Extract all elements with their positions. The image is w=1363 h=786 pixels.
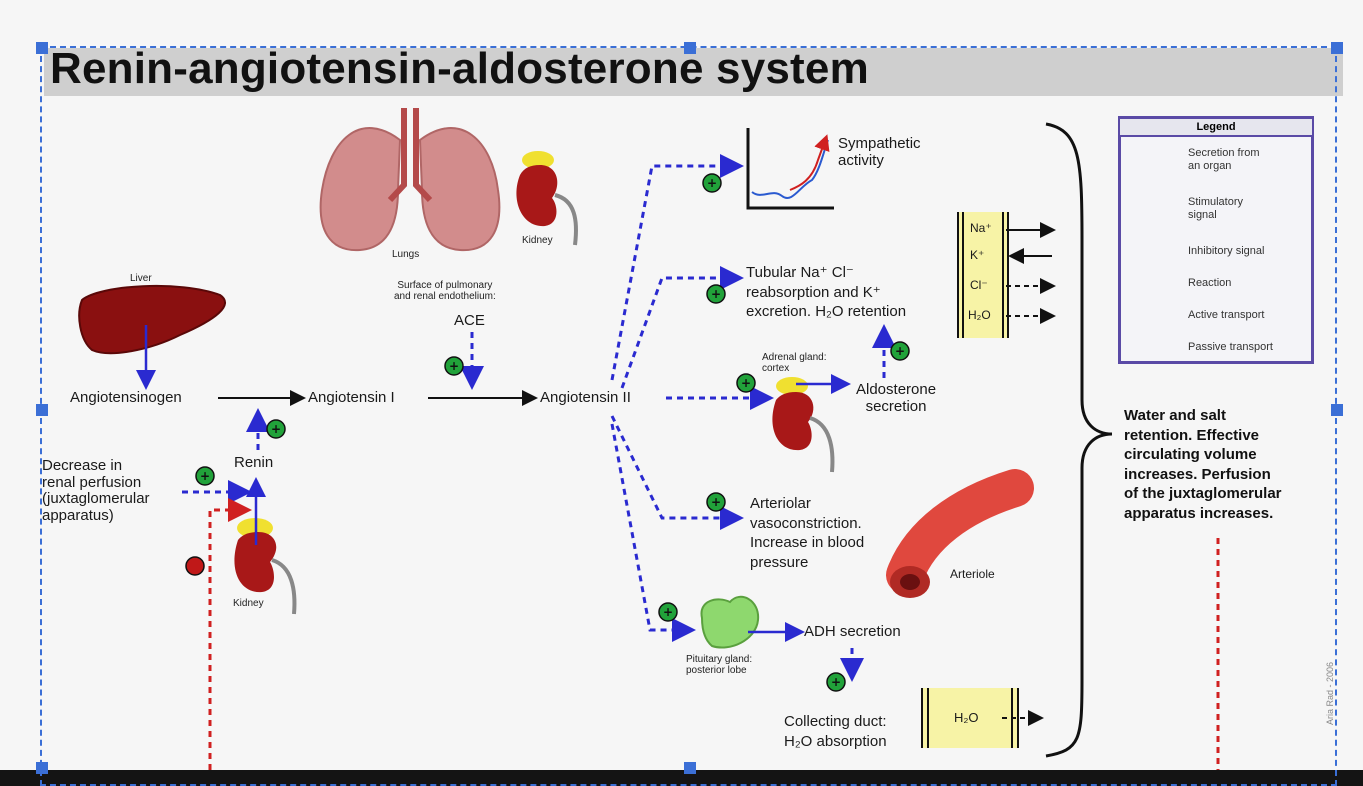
- author-credit: Aria Rad - 2006: [1325, 661, 1335, 725]
- arteriole-illustration: [886, 469, 1034, 598]
- adh-label: ADH secretion: [804, 623, 901, 640]
- adrenal-label: Adrenal gland:cortex: [762, 352, 827, 374]
- resize-handle-top-left[interactable]: [36, 42, 48, 54]
- svg-text:+: +: [200, 469, 210, 483]
- svg-text:+: +: [707, 176, 717, 190]
- resize-handle-right[interactable]: [1331, 404, 1343, 416]
- legend-passive-transport: Passive transport: [1188, 341, 1273, 353]
- diagram-graphics: + + + + + + + + + +: [78, 108, 1220, 770]
- legend-reaction: Reaction: [1188, 277, 1232, 289]
- legend-box: [1118, 116, 1314, 364]
- svg-text:+: +: [741, 376, 751, 390]
- legend-title: Legend: [1120, 119, 1312, 137]
- tubular-label: Tubular Na⁺ Cl⁻reabsorption and K⁺excret…: [746, 264, 907, 320]
- ion-k: K⁺: [970, 248, 985, 262]
- collecting-label: Collecting duct:H₂O absorption: [784, 713, 887, 750]
- kidney-top-label: Kidney: [522, 235, 553, 246]
- angiotensinogen-label: Angiotensinogen: [70, 389, 182, 406]
- renin-label: Renin: [234, 454, 274, 471]
- legend-inhibitory: Inhibitory signal: [1188, 245, 1265, 257]
- kidney-top-illustration: [516, 151, 578, 246]
- inhibitory-marker: [185, 556, 205, 576]
- ion-cl: Cl⁻: [970, 278, 988, 292]
- svg-text:+: +: [711, 287, 721, 301]
- diagram-title: Renin-angiotensin-aldosterone system: [50, 44, 869, 93]
- angiotensin-1-label: Angiotensin I: [308, 389, 395, 406]
- svg-text:+: +: [449, 359, 459, 373]
- sympathetic-graph: [746, 128, 834, 210]
- angiotensin-2-label: Angiotensin II: [540, 389, 631, 406]
- water-label: H₂O: [954, 710, 979, 725]
- liver-illustration: [78, 284, 226, 355]
- outcome-brace: [1045, 122, 1113, 758]
- ion-na: Na⁺: [970, 221, 992, 235]
- pituitary-label: Pituitary gland:posterior lobe: [686, 654, 753, 676]
- pituitary-illustration: [700, 595, 760, 649]
- resize-handle-top-center[interactable]: [684, 42, 696, 54]
- kidney-bottom-label: Kidney: [233, 598, 264, 609]
- arteriole-label: Arteriole: [950, 567, 995, 581]
- resize-handle-top-right[interactable]: [1331, 42, 1343, 54]
- svg-text:+: +: [831, 675, 841, 689]
- svg-text:+: +: [271, 422, 281, 436]
- svg-text:+: +: [711, 495, 721, 509]
- svg-text:+: +: [663, 605, 673, 619]
- lungs-label: Lungs: [392, 249, 420, 260]
- stimulatory-markers: [195, 173, 910, 692]
- adrenal-kidney-illustration: [772, 377, 835, 473]
- title-bar: [44, 48, 1343, 96]
- tubular-cell: [958, 212, 1008, 338]
- resize-handle-left[interactable]: [36, 404, 48, 416]
- liver-label: Liver: [130, 273, 152, 284]
- legend-active-transport: Active transport: [1188, 309, 1265, 321]
- ion-h2o: H₂O: [968, 308, 991, 322]
- ace-label: ACE: [454, 312, 485, 329]
- lungs-illustration: [319, 108, 501, 252]
- svg-text:+: +: [895, 344, 905, 358]
